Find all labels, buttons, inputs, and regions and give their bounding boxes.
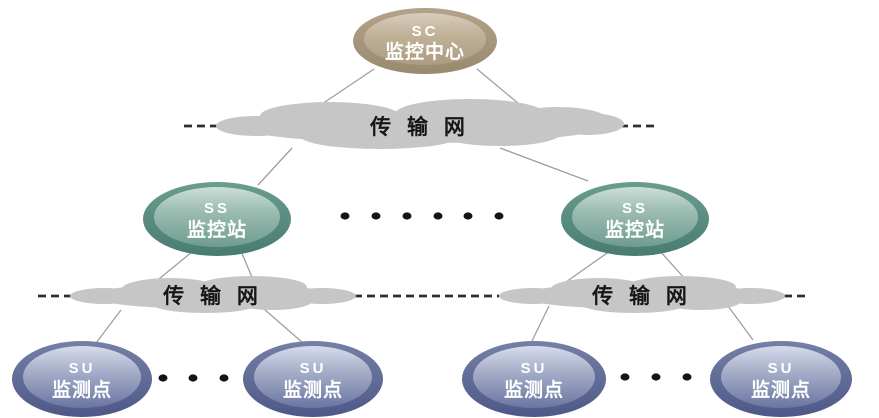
- node-su1-gloss: [23, 346, 141, 408]
- cloud-shape: [216, 99, 624, 149]
- link-ssleft-to-cloud-a: [153, 251, 193, 284]
- cloud-top-label: 传 输 网: [369, 115, 470, 139]
- link-sc-to-topcloud-right: [476, 68, 520, 105]
- node-ss-right-gloss: [572, 187, 698, 247]
- dashed-links: [38, 124, 807, 298]
- ellipsis-dots-between-su1-su2: [158, 374, 229, 382]
- node-su4-label: 监测点: [751, 378, 811, 401]
- cloud-bottomleft-transmission-network: 传 输 网: [70, 276, 356, 313]
- link-ssright-to-cloud-a: [565, 250, 611, 283]
- node-su2-label: 监测点: [283, 378, 343, 401]
- node-sc-gloss: [364, 13, 486, 65]
- node-su3-label: 监测点: [504, 378, 564, 401]
- node-sc-monitoring-center: SC 监控中心: [353, 8, 497, 74]
- cloud-bottomright-transmission-network: 传 输 网: [499, 276, 785, 313]
- node-ss-left-code: SS: [204, 200, 230, 217]
- ellipsis-dots-between-ss: [340, 212, 504, 220]
- link-cloud-to-su4: [727, 305, 754, 341]
- link-ssright-to-cloud-b: [658, 249, 687, 281]
- node-su4-code: SU: [768, 360, 795, 377]
- node-ss-right-code: SS: [622, 200, 648, 217]
- cloud-bottomleft-label: 传 输 网: [162, 284, 263, 308]
- node-su1-code: SU: [69, 360, 96, 377]
- node-ss-station-left: SS 监控站: [143, 182, 291, 256]
- node-sc-code: SC: [412, 23, 439, 40]
- link-cloud-to-su3: [531, 305, 550, 342]
- node-su3-code: SU: [521, 360, 548, 377]
- link-topcloud-to-ss-left: [257, 147, 293, 186]
- node-ss-station-right: SS 监控站: [561, 182, 709, 256]
- node-su3-gloss: [473, 346, 595, 408]
- cloud-shape: [70, 276, 356, 313]
- node-su2-code: SU: [300, 360, 327, 377]
- link-topcloud-to-ss-right: [499, 147, 589, 182]
- node-su-point-1: SU 监测点: [12, 341, 152, 417]
- node-su4-gloss: [721, 346, 841, 408]
- cloud-bottomright-label: 传 输 网: [591, 284, 692, 308]
- node-sc-label: 监控中心: [385, 40, 465, 63]
- node-ss-left-label: 监控站: [187, 218, 247, 241]
- node-su2-gloss: [254, 346, 372, 408]
- node-su-point-4: SU 监测点: [710, 341, 852, 417]
- ellipsis-dots-between-su3-su4: [620, 373, 692, 381]
- link-cloud-to-su1: [95, 309, 122, 344]
- link-cloud-to-su2: [263, 308, 304, 344]
- node-ss-right-label: 监控站: [605, 218, 665, 241]
- cloud-top-transmission-network: 传 输 网: [216, 99, 624, 149]
- connector-lines: [95, 68, 754, 344]
- node-su1-label: 监测点: [52, 378, 112, 401]
- node-su-point-2: SU 监测点: [243, 341, 383, 417]
- link-sc-to-topcloud-left: [321, 68, 375, 105]
- cloud-shape: [499, 276, 785, 313]
- node-su-point-3: SU 监测点: [462, 341, 606, 417]
- node-ss-left-gloss: [154, 187, 280, 247]
